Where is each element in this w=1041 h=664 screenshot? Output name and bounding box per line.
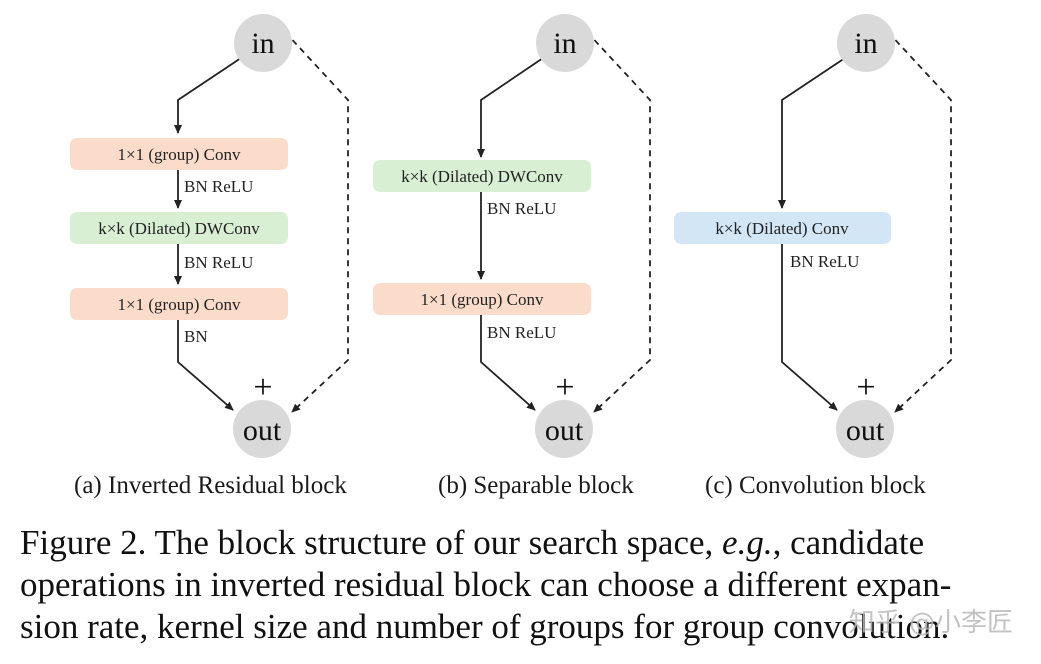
panel-c-plus-sign: + — [856, 369, 875, 406]
figure-caption-line-3: sion rate, kernel size and number of gro… — [20, 607, 950, 646]
figure-caption-line-1-end: , candidate — [772, 523, 925, 562]
panel-a-caption: (a) Inverted Residual block — [74, 472, 347, 499]
panel-b-op-label-1: k×k (Dilated) DWConv — [401, 167, 563, 186]
panel-a-out-label: out — [243, 414, 282, 447]
panel-a-op-label-3: 1×1 (group) Conv — [118, 295, 241, 314]
panel-b-main-path-in — [477, 57, 544, 158]
panel-a-op-box-1 — [70, 138, 288, 170]
panel-b-plus-sign: + — [555, 369, 574, 406]
panel-c-in-node — [837, 14, 895, 72]
panel-b-op-label-2: 1×1 (group) Conv — [421, 290, 544, 309]
panel-b-separable: k×k (Dilated) DWConv BN ReLU 1×1 (group)… — [373, 14, 651, 458]
panel-b-caption: (b) Separable block — [438, 472, 634, 499]
panel-c-skip-connection — [887, 31, 952, 413]
panel-b-act-label-1: BN ReLU — [487, 199, 556, 218]
panel-c-act-label-1: BN ReLU — [790, 252, 859, 271]
figure-caption-line-1: Figure 2. The block structure of our sea… — [20, 522, 1030, 564]
panel-b-out-label: out — [545, 414, 584, 447]
panel-a-act-label-2: BN ReLU — [184, 253, 253, 272]
figure-caption-eg: e.g. — [722, 523, 773, 562]
panel-a-op-box-2 — [70, 212, 288, 244]
panel-c-op-label-1: k×k (Dilated) Conv — [715, 219, 849, 238]
panel-a-out-node — [233, 400, 291, 458]
panel-b-out-node — [535, 400, 593, 458]
panel-b-act-label-2: BN ReLU — [487, 323, 556, 342]
panel-c-op-box-1 — [674, 212, 891, 244]
panel-a-inverted-residual: 1×1 (group) Conv BN ReLU k×k (Dilated) D… — [70, 14, 349, 458]
panel-a-plus-sign: + — [253, 369, 272, 406]
panel-b-in-node — [536, 14, 594, 72]
panel-b-main-path-out — [480, 315, 536, 411]
panel-c-out-label: out — [846, 414, 885, 447]
panel-a-op-label-1: 1×1 (group) Conv — [118, 145, 241, 164]
panel-b-skip-connection — [586, 31, 651, 413]
panel-c-in-label: in — [854, 27, 877, 60]
panel-c-caption: (c) Convolution block — [705, 472, 926, 499]
panel-a-skip-connection — [284, 31, 349, 413]
panel-c-out-node — [836, 400, 894, 458]
panel-a-act-label-1: BN ReLU — [184, 177, 253, 196]
panel-a-op-label-2: k×k (Dilated) DWConv — [98, 219, 260, 238]
panel-a-main-path-out — [177, 320, 234, 411]
panel-a-act-label-3: BN — [184, 327, 208, 346]
panel-b-in-label: in — [553, 27, 576, 60]
panel-b-op-box-2 — [373, 283, 591, 315]
figure-caption: Figure 2. The block structure of our sea… — [20, 522, 1030, 648]
panel-a-main-path-in — [174, 57, 242, 134]
block-structure-diagram: 1×1 (group) Conv BN ReLU k×k (Dilated) D… — [70, 14, 952, 458]
panel-a-op-box-3 — [70, 288, 288, 320]
panel-c-main-path-in — [778, 57, 846, 209]
watermark: 知乎 @小李匠 — [848, 608, 1013, 638]
figure-caption-line-1-text: Figure 2. The block structure of our sea… — [20, 523, 723, 562]
panel-a-in-label: in — [251, 27, 274, 60]
figure-caption-line-2: operations in inverted residual block ca… — [20, 565, 952, 604]
panel-c-convolution: k×k (Dilated) Conv BN ReLU in + out — [674, 14, 952, 458]
panel-a-in-node — [234, 14, 292, 72]
panel-b-op-box-1 — [373, 160, 591, 192]
panel-c-main-path-out — [781, 244, 838, 411]
